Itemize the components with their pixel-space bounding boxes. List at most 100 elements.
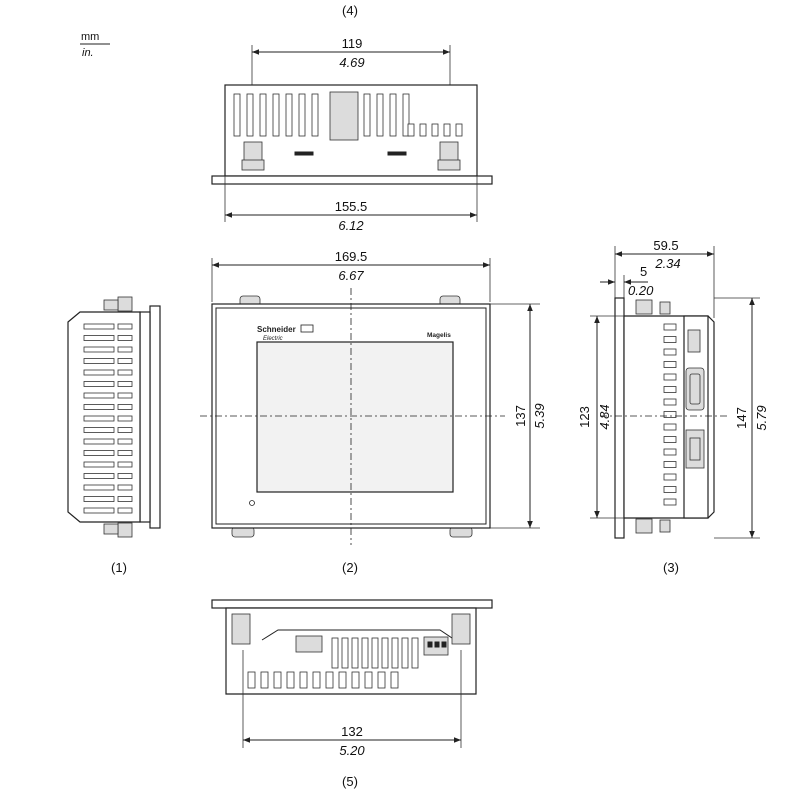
- usb-port: [687, 329, 701, 353]
- mounting-clip: [439, 141, 459, 163]
- mounting-clip: [231, 613, 251, 645]
- vent-fin: [663, 336, 677, 343]
- vent-fin: [233, 93, 241, 137]
- vent-fin: [341, 637, 349, 669]
- vent-fin: [663, 411, 677, 418]
- view-label-left: (1): [111, 560, 127, 575]
- vent-fin: [298, 93, 306, 137]
- vent-fin: [83, 415, 115, 422]
- view-label-bottom: (5): [342, 774, 358, 789]
- vent-fin: [286, 671, 295, 689]
- view-label-front: (2): [342, 560, 358, 575]
- vent-fin: [83, 473, 115, 479]
- vent-fin: [83, 404, 115, 410]
- dim-front-height-in: 5.39: [532, 403, 547, 428]
- dim-front-width-in: 6.67: [338, 268, 364, 283]
- vent-fin: [351, 637, 359, 669]
- vent-fin: [246, 93, 254, 137]
- vent-fin: [83, 369, 115, 376]
- vent-fin: [376, 93, 384, 137]
- vent-fin: [389, 93, 397, 137]
- view-label-right: (3): [663, 560, 679, 575]
- right-side-view: 59.5 2.34 5 0.20 123 4.84 147: [577, 238, 769, 539]
- vent-fin: [259, 93, 267, 137]
- dim-bezel-in: 0.20: [628, 283, 654, 298]
- unit-in: in.: [82, 47, 94, 59]
- vent-fin: [663, 461, 677, 468]
- vent-fin: [407, 123, 415, 137]
- vent-fin: [312, 671, 321, 689]
- vent-fin: [272, 93, 280, 137]
- model-logo: Magelis: [427, 332, 451, 339]
- vent-fin: [663, 398, 677, 406]
- vent-fin: [663, 448, 677, 456]
- bottom-vent-fins: [247, 637, 419, 689]
- left-side-view: [67, 296, 161, 538]
- vent-fin: [117, 496, 133, 502]
- vent-fin: [663, 423, 677, 431]
- vent-fin: [117, 484, 133, 491]
- dim-side-total-mm: 147: [734, 407, 749, 429]
- mounting-clip: [243, 141, 263, 163]
- vent-fin: [273, 671, 282, 689]
- view-label-top: (4): [342, 3, 358, 18]
- vent-fin: [390, 671, 399, 689]
- vent-fin: [364, 671, 373, 689]
- vent-fin: [331, 637, 339, 669]
- vent-fin: [117, 346, 133, 353]
- dim-top-body-mm: 155.5: [335, 199, 368, 214]
- dim-front-height-mm: 137: [513, 405, 528, 427]
- vent-fin: [117, 369, 133, 376]
- vent-fin: [663, 361, 677, 368]
- vent-fin: [117, 427, 133, 433]
- vent-fin: [663, 498, 677, 506]
- vent-fin: [377, 671, 386, 689]
- units-legend: mm in.: [80, 31, 110, 59]
- vent-fin: [391, 637, 399, 669]
- vent-fin: [83, 381, 115, 387]
- bottom-view: 132 5.20: [211, 599, 493, 758]
- dim-bezel-mm: 5: [640, 264, 647, 279]
- vent-fin: [443, 123, 451, 137]
- status-led: [249, 500, 255, 506]
- brand-name: Schneider: [257, 325, 296, 334]
- right-vent-fins: [663, 323, 677, 506]
- vent-fin: [83, 438, 115, 445]
- vent-fin: [117, 358, 133, 364]
- left-vent-fins: [83, 323, 133, 514]
- vent-fin: [402, 93, 410, 137]
- top-vent-fins: [233, 93, 463, 137]
- vent-fin: [83, 335, 115, 341]
- vent-fin: [419, 123, 427, 137]
- dim-side-body-in: 4.84: [597, 404, 612, 429]
- vent-fin: [401, 637, 409, 669]
- dim-top-mount-mm: 119: [342, 36, 363, 51]
- mounting-clip: [451, 613, 471, 645]
- vent-fin: [663, 373, 677, 381]
- vent-fin: [83, 323, 115, 330]
- vent-fin: [338, 671, 347, 689]
- vent-fin: [117, 473, 133, 479]
- vent-fin: [299, 671, 308, 689]
- vent-fin: [663, 323, 677, 331]
- vent-fin: [117, 438, 133, 445]
- vent-fin: [83, 484, 115, 491]
- dim-side-depth-mm: 59.5: [653, 238, 678, 253]
- vent-fin: [117, 404, 133, 410]
- vent-fin: [371, 637, 379, 669]
- vent-fin: [663, 386, 677, 393]
- vent-fin: [663, 436, 677, 443]
- top-view: 119 4.69 155.5 6.12: [211, 36, 493, 233]
- vent-fin: [83, 461, 115, 468]
- vent-fin: [83, 507, 115, 514]
- front-view: 169.5 6.67 Schneider Electric Magelis 13…: [200, 249, 547, 545]
- vent-fin: [361, 637, 369, 669]
- vent-fin: [247, 671, 256, 689]
- dim-bottom-mount-mm: 132: [341, 724, 363, 739]
- vent-fin: [260, 671, 269, 689]
- vent-fin: [325, 671, 334, 689]
- vent-fin: [83, 392, 115, 399]
- dim-bottom-mount-in: 5.20: [339, 743, 365, 758]
- vent-fin: [431, 123, 439, 137]
